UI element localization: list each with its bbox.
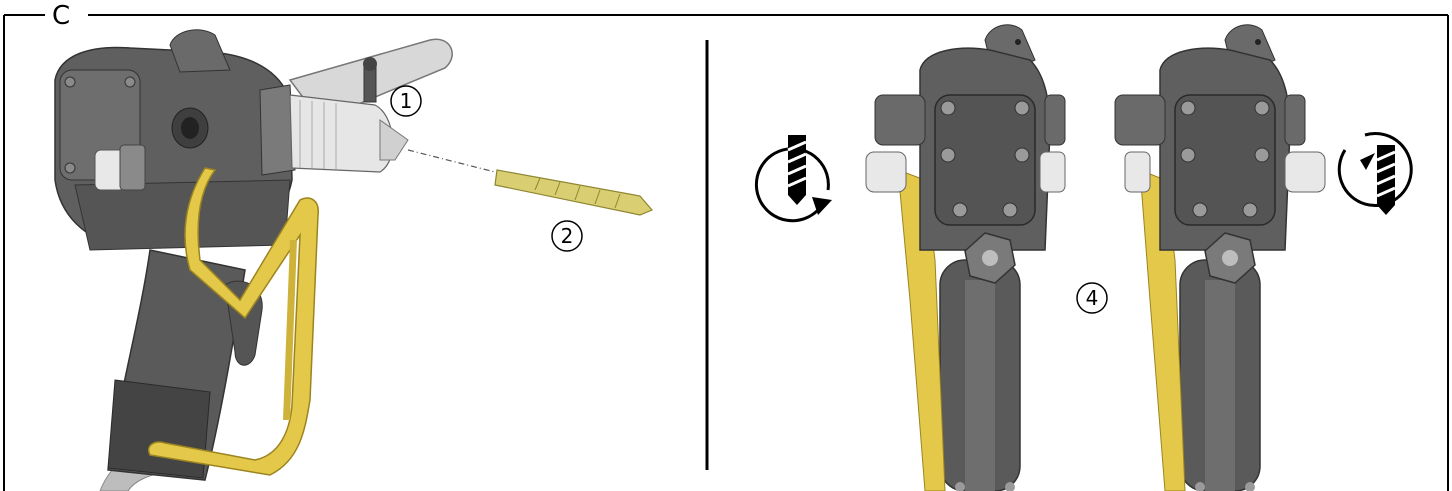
frame-letter: C <box>52 1 70 31</box>
callout-1-label: 1 <box>400 89 413 113</box>
callout-2-label: 2 <box>561 224 574 248</box>
tool-rear-view-clockwise <box>1114 24 1326 491</box>
callout-4: 4 <box>1076 282 1108 314</box>
drill-tool-illustration <box>54 29 653 491</box>
frame-border <box>3 14 1449 491</box>
rotation-counterclockwise-icon <box>754 135 832 223</box>
callout-2: 2 <box>551 220 583 252</box>
callout-1: 1 <box>390 85 422 117</box>
rotation-clockwise-icon <box>1337 132 1413 215</box>
tool-rear-view-counterclockwise <box>865 24 1066 491</box>
callout-4-label: 4 <box>1086 286 1099 310</box>
